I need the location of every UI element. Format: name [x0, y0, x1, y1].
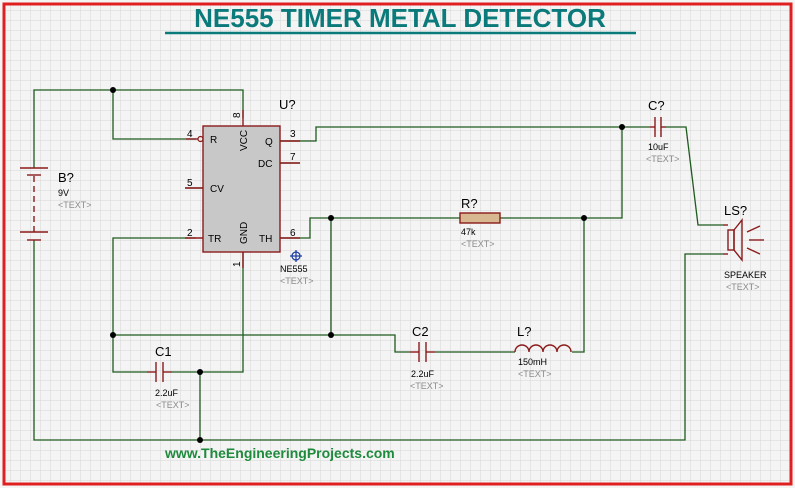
wire-inductor-to-resistor	[572, 218, 585, 353]
speaker-text-placeholder: <TEXT>	[726, 282, 760, 292]
ic-pin-number-5: 5	[187, 178, 193, 189]
inductor-symbol[interactable]	[514, 344, 572, 353]
component-origin-marker	[290, 250, 302, 262]
wire-battery-to-vcc	[33, 89, 244, 168]
website-credit: www.TheEngineeringProjects.com	[164, 445, 395, 461]
inductor-text-placeholder: <TEXT>	[518, 369, 552, 379]
ic-pin-gnd-label: GND	[239, 222, 250, 244]
resistor-ref: R?	[461, 196, 478, 211]
ic-pin-number-1: 1	[232, 261, 243, 267]
wire-ground-rail	[33, 240, 723, 441]
ic-pin-number-2: 2	[187, 228, 193, 239]
battery-text-placeholder: <TEXT>	[58, 200, 92, 210]
ic-pin-th-label: TH	[259, 234, 272, 245]
wire-resistor-to-q	[500, 127, 623, 219]
capacitor-c2-text-placeholder: <TEXT>	[410, 381, 444, 391]
capacitor-c2-ref: C2	[412, 324, 429, 339]
ne555-ic[interactable]	[185, 110, 300, 268]
ic-pin-dc-label: DC	[258, 159, 272, 170]
output-capacitor-text-placeholder: <TEXT>	[646, 154, 680, 164]
wire-reset	[112, 90, 196, 140]
capacitor-c1-symbol[interactable]	[147, 362, 172, 382]
output-capacitor-symbol[interactable]	[650, 117, 666, 137]
resistor-text-placeholder: <TEXT>	[461, 239, 495, 249]
ic-pin-cv-label: CV	[210, 184, 224, 195]
output-capacitor-ref: C?	[648, 98, 665, 113]
resistor-value: 47k	[461, 227, 476, 237]
inductor-ref: L?	[517, 324, 531, 339]
capacitor-c2-value: 2.2uF	[411, 369, 435, 379]
output-capacitor-value: 10uF	[648, 142, 669, 152]
grid	[4, 4, 791, 484]
capacitor-c2-symbol[interactable]	[410, 342, 435, 362]
resistor-symbol[interactable]	[459, 212, 501, 224]
ic-text-placeholder: <TEXT>	[280, 276, 314, 286]
ic-pin-number-8: 8	[232, 112, 243, 118]
wire-c1-to-gnd-pin	[172, 252, 244, 373]
speaker-symbol[interactable]	[723, 218, 764, 262]
battery-symbol[interactable]	[20, 167, 48, 241]
ic-pin-number-6: 6	[290, 228, 296, 239]
wire-cap-to-speaker	[666, 126, 723, 226]
battery-ref: B?	[58, 170, 74, 185]
ic-ref: U?	[279, 97, 296, 112]
junctions	[110, 87, 625, 443]
capacitor-c1-value: 2.2uF	[155, 388, 179, 398]
capacitor-c1-ref: C1	[155, 344, 172, 359]
diagram-title: NE555 TIMER METAL DETECTOR	[194, 3, 606, 33]
ic-pin-number-4: 4	[187, 129, 193, 140]
speaker-value: SPEAKER	[724, 270, 767, 280]
ic-pin-r-label: R	[210, 135, 217, 146]
ic-part-name: NE555	[280, 264, 308, 274]
wire-tr-to-c1	[112, 237, 196, 373]
wire-tr-to-c2	[113, 334, 410, 353]
battery-value: 9V	[58, 188, 69, 198]
ic-pin-number-7: 7	[290, 152, 296, 163]
ic-pin-tr-label: TR	[208, 234, 221, 245]
ic-pin-q-label: Q	[265, 137, 273, 148]
capacitor-c1-text-placeholder: <TEXT>	[156, 400, 190, 410]
ic-pin-number-3: 3	[290, 129, 296, 140]
ic-pin-vcc-label: VCC	[239, 130, 250, 151]
inductor-value: 150mH	[518, 357, 547, 367]
speaker-ref: LS?	[724, 203, 747, 218]
